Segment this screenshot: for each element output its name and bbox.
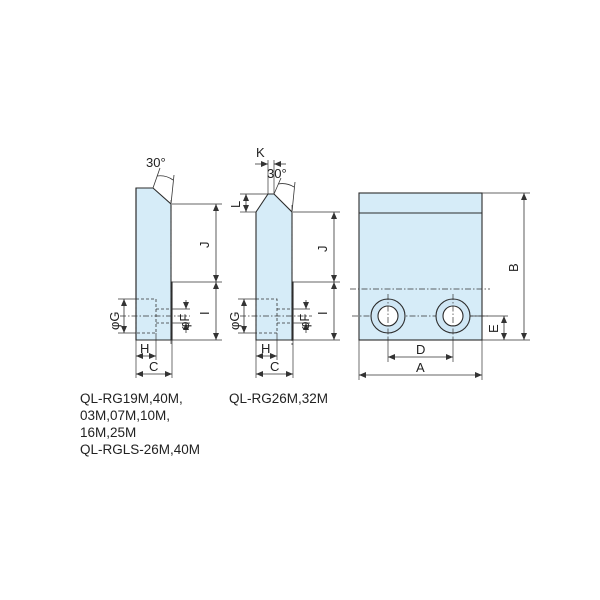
middle-h-label: H [261, 341, 270, 356]
front-a-label: A [416, 360, 425, 375]
middle-phi-f-label: φF [297, 314, 312, 330]
middle-jaw-side-view: K 30° L J I φF [227, 145, 340, 378]
middle-model-caption: QL-RG26M,32M [229, 391, 329, 406]
left-caption-line-1: QL-RG19M,40M, [80, 391, 183, 406]
front-view: B E D A [350, 192, 530, 380]
middle-angle-label: 30° [267, 166, 287, 181]
middle-l-label: L [228, 201, 243, 208]
middle-j-label: J [315, 246, 330, 253]
left-angle-label: 30° [146, 155, 166, 170]
left-j-label: J [197, 242, 212, 249]
left-caption-line-2: 03M,07M,10M, [80, 408, 171, 423]
left-phi-g-label: φG [107, 311, 122, 330]
bolt-hole-2 [435, 294, 471, 338]
front-e-label: E [486, 324, 501, 333]
left-caption-line-3: 16M,25M [80, 425, 137, 440]
left-phi-f-label: φF [177, 314, 192, 330]
middle-k-label: K [256, 145, 265, 160]
left-c-label: C [149, 359, 158, 374]
bolt-hole-1 [370, 294, 406, 338]
left-jaw-side-view: 30° J I φF φG H [107, 155, 222, 378]
middle-phi-g-label: φG [227, 311, 242, 330]
front-b-label: B [506, 263, 521, 272]
left-caption-line-4: QL-RGLS-26M,40M [80, 442, 201, 457]
middle-c-label: C [270, 359, 279, 374]
left-h-label: H [140, 341, 149, 356]
left-i-label: I [197, 311, 212, 315]
left-model-caption: QL-RG19M,40M, 03M,07M,10M, 16M,25M QL-RG… [80, 390, 200, 458]
middle-i-label: I [315, 311, 330, 315]
front-d-label: D [416, 342, 425, 357]
